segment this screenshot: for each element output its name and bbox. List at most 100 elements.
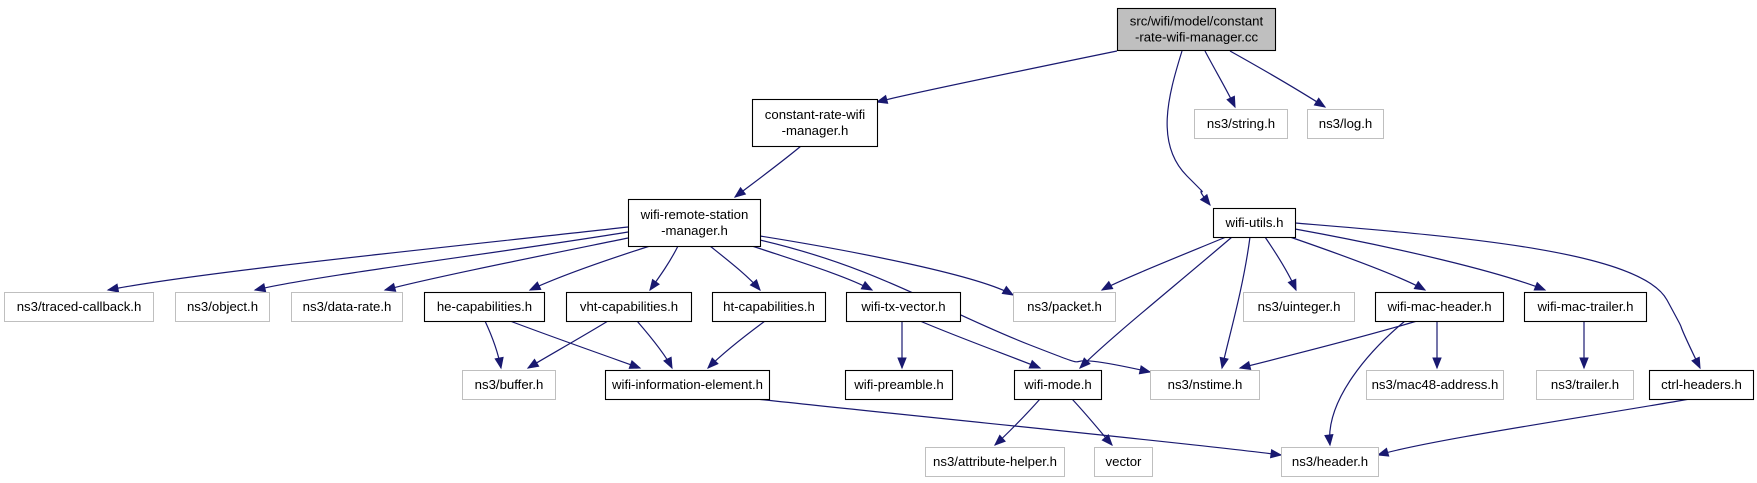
node-label: ctrl-headers.h [1661, 377, 1742, 392]
arrow-head-icon [1138, 365, 1152, 375]
node-object: ns3/object.h [175, 292, 270, 322]
edge-line [1166, 50, 1211, 206]
node-label: wifi-mode.h [1023, 377, 1091, 392]
edge-wrsm-to-datarate [383, 237, 629, 292]
arrow-head-icon [1001, 285, 1015, 296]
node-box [1536, 370, 1634, 400]
edge-infoel-to-header [755, 398, 1283, 459]
arrow-head-icon [749, 278, 761, 292]
edge-line [759, 235, 1014, 296]
edge-wrsm-to-txvec [751, 245, 874, 291]
edge-line [734, 145, 802, 198]
node-mac48: ns3/mac48-address.h [1366, 370, 1504, 400]
node-label: wifi-mac-trailer.h [1537, 299, 1634, 314]
node-infoel[interactable]: wifi-information-element.h [604, 369, 771, 401]
node-wutils[interactable]: wifi-utils.h [1212, 207, 1297, 239]
node-box [1374, 291, 1505, 323]
arrow-head-icon [526, 358, 540, 369]
arrow-head-icon [1226, 95, 1236, 109]
node-label: wifi-preamble.h [853, 377, 943, 392]
edge-mode-to-vector [1071, 398, 1113, 447]
node-box [1281, 447, 1379, 477]
node-vhtcap[interactable]: vht-capabilities.h [565, 291, 693, 323]
node-label: ns3/object.h [187, 299, 258, 314]
edge-wutils-to-uinteger [1264, 236, 1297, 292]
node-string: ns3/string.h [1194, 109, 1288, 139]
edges-layer [106, 50, 1701, 459]
node-datarate: ns3/data-rate.h [291, 292, 403, 322]
node-label: ns3/header.h [1292, 454, 1368, 469]
node-wrsm[interactable]: wifi-remote-station-manager.h [627, 198, 762, 248]
arrow-head-icon [733, 186, 747, 198]
node-label: he-capabilities.h [437, 299, 532, 314]
node-label: wifi-tx-vector.h [860, 299, 945, 314]
arrow-head-icon [528, 281, 542, 291]
edge-line [529, 245, 651, 291]
edge-wutils-to-mode [1079, 236, 1233, 369]
arrow-head-icon [1313, 97, 1327, 108]
edge-line [509, 320, 641, 369]
edge-crwm-to-wrsm [733, 145, 802, 198]
node-box [1212, 207, 1297, 239]
edge-line [751, 245, 873, 291]
edge-line [527, 320, 609, 369]
node-preamble[interactable]: wifi-preamble.h [844, 369, 954, 401]
nodes-layer: src/wifi/model/constant-rate-wifi-manage… [4, 7, 1755, 477]
node-mode[interactable]: wifi-mode.h [1013, 369, 1103, 401]
edge-wutils-to-mactrl [1294, 228, 1547, 291]
arrow-head-icon [1579, 357, 1589, 370]
edge-root-to-wutils [1166, 50, 1211, 207]
edge-wrsm-to-packet [759, 235, 1015, 296]
arrow-head-icon [1287, 278, 1297, 292]
node-label: vht-capabilities.h [580, 299, 678, 314]
node-label: wifi-remote-station [640, 207, 749, 222]
arrow-head-icon [1376, 447, 1390, 457]
node-root[interactable]: src/wifi/model/constant-rate-wifi-manage… [1116, 7, 1277, 52]
arrow-head-icon [707, 357, 719, 369]
node-htcap[interactable]: ht-capabilities.h [711, 291, 827, 323]
edge-wutils-to-packet [1100, 236, 1227, 291]
edge-line [919, 320, 1041, 369]
edge-mactrl-to-trailer [1579, 320, 1589, 370]
arrow-head-icon [663, 356, 673, 370]
arrow-head-icon [1533, 281, 1547, 291]
arrow-head-icon [1100, 280, 1114, 291]
arrow-head-icon [897, 357, 907, 370]
node-machdr[interactable]: wifi-mac-header.h [1374, 291, 1505, 323]
edge-root-to-log [1229, 50, 1327, 108]
node-txvec[interactable]: wifi-tx-vector.h [845, 291, 962, 323]
node-box [627, 198, 762, 248]
node-vector: vector [1094, 447, 1153, 477]
arrow-head-icon [253, 283, 267, 293]
node-label: ns3/uinteger.h [1258, 299, 1341, 314]
node-box [1013, 292, 1116, 322]
edge-line [707, 320, 766, 369]
edge-mode-to-attr [993, 398, 1041, 446]
node-packet: ns3/packet.h [1013, 292, 1116, 322]
node-box [1194, 109, 1288, 139]
node-label: ns3/trailer.h [1551, 377, 1619, 392]
node-label: ns3/nstime.h [1168, 377, 1243, 392]
edge-line [1079, 236, 1233, 369]
arrow-head-icon [649, 278, 660, 292]
node-box [844, 369, 954, 401]
node-hecap[interactable]: he-capabilities.h [423, 291, 546, 323]
edge-line [1229, 50, 1326, 108]
node-mactrl[interactable]: wifi-mac-trailer.h [1523, 291, 1648, 323]
arrow-head-icon [383, 282, 397, 292]
node-label: ns3/attribute-helper.h [933, 454, 1057, 469]
node-box [462, 370, 556, 400]
edge-line [1294, 222, 1701, 369]
node-box [1523, 291, 1648, 323]
edge-line [1239, 320, 1418, 369]
node-box [925, 447, 1065, 477]
edge-txvec-to-preamble [897, 320, 907, 370]
node-trailer: ns3/trailer.h [1536, 370, 1634, 400]
node-box [1013, 369, 1103, 401]
node-box [604, 369, 771, 401]
node-box [565, 291, 693, 323]
node-ctrl[interactable]: ctrl-headers.h [1648, 369, 1755, 401]
edge-line [1329, 320, 1406, 446]
node-label: wifi-information-element.h [611, 377, 763, 392]
node-crwm[interactable]: constant-rate-wifi-manager.h [751, 98, 879, 148]
